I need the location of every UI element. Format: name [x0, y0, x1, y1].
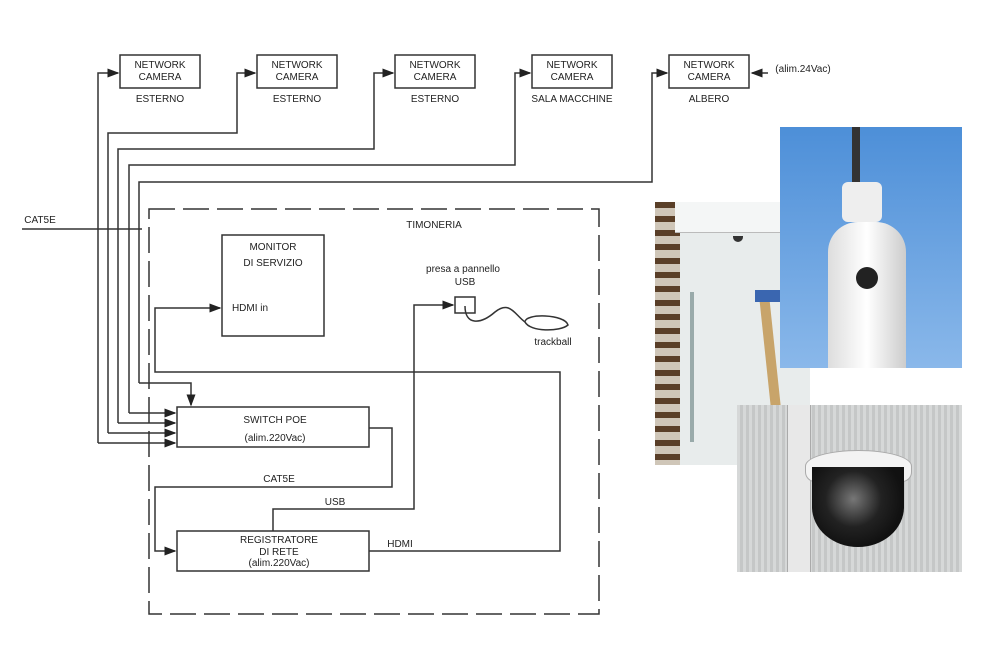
usb-panel-line2: USB [455, 277, 476, 288]
svg-text:NETWORK: NETWORK [546, 60, 597, 71]
cat5e-link-label: CAT5E [263, 474, 295, 485]
camera-box-1 [119, 54, 201, 89]
camera-box-5 [668, 54, 750, 89]
svg-text:NETWORK: NETWORK [409, 60, 460, 71]
svg-text:NETWORK: NETWORK [683, 60, 734, 71]
svg-text:CAMERA: CAMERA [551, 72, 594, 83]
recorder-line3: (alim.220Vac) [249, 558, 310, 569]
monitor-line2: DI SERVIZIO [243, 258, 302, 269]
svg-text:CAMERA: CAMERA [276, 72, 319, 83]
usb-panel-line1: presa a pannello [426, 264, 500, 275]
svg-text:CAMERA: CAMERA [688, 72, 731, 83]
svg-text:CAMERA: CAMERA [139, 72, 182, 83]
cable-camera-1 [97, 68, 120, 443]
usb-link-label: USB [325, 497, 346, 508]
camera-5-power-label: (alim.24Vac) [775, 64, 830, 75]
cable-camera-3 [117, 68, 395, 423]
hdmi-link-label: HDMI [387, 539, 413, 550]
svg-text:ALBERO: ALBERO [689, 94, 730, 105]
svg-text:ESTERNO: ESTERNO [136, 94, 185, 105]
monitor-box [221, 234, 325, 337]
trackball-label: trackball [534, 337, 571, 348]
camera-5: NETWORK CAMERA ALBERO [683, 60, 734, 105]
camera-box-3 [394, 54, 476, 89]
cable-usb [272, 300, 455, 531]
monitor-port: HDMI in [232, 303, 268, 314]
svg-text:ESTERNO: ESTERNO [411, 94, 460, 105]
switch-line2: (alim.220Vac) [245, 433, 306, 444]
recorder-line2: DI RETE [259, 547, 299, 558]
timoneria-room [148, 208, 600, 615]
cable-hdmi [154, 303, 561, 552]
usb-socket [454, 296, 476, 314]
camera-4: NETWORK CAMERA SALA MACCHINE [531, 60, 612, 105]
recorder-line1: REGISTRATORE [240, 535, 318, 546]
camera-1: NETWORK CAMERA ESTERNO [134, 60, 185, 105]
camera-3: NETWORK CAMERA ESTERNO [409, 60, 460, 105]
cable-camera-5 [138, 68, 669, 383]
svg-text:NETWORK: NETWORK [134, 60, 185, 71]
room-label: TIMONERIA [406, 220, 462, 231]
cable-switch-recorder [154, 427, 393, 556]
switch-poe-box [176, 406, 370, 448]
svg-text:CAMERA: CAMERA [414, 72, 457, 83]
cable-camera-2 [107, 68, 257, 433]
trunk-label: CAT5E [24, 215, 56, 226]
svg-text:SALA MACCHINE: SALA MACCHINE [531, 94, 612, 105]
camera-2: NETWORK CAMERA ESTERNO [271, 60, 322, 105]
photo-dome-camera [737, 405, 962, 572]
svg-text:NETWORK: NETWORK [271, 60, 322, 71]
svg-text:ESTERNO: ESTERNO [273, 94, 322, 105]
camera-box-2 [256, 54, 338, 89]
switch-line1: SWITCH POE [243, 415, 307, 426]
photo-mast-camera [780, 127, 962, 368]
trackball-icon [524, 315, 569, 331]
cable-camera-4 [128, 68, 532, 413]
camera-box-4 [531, 54, 613, 89]
monitor-line1: MONITOR [249, 242, 296, 253]
